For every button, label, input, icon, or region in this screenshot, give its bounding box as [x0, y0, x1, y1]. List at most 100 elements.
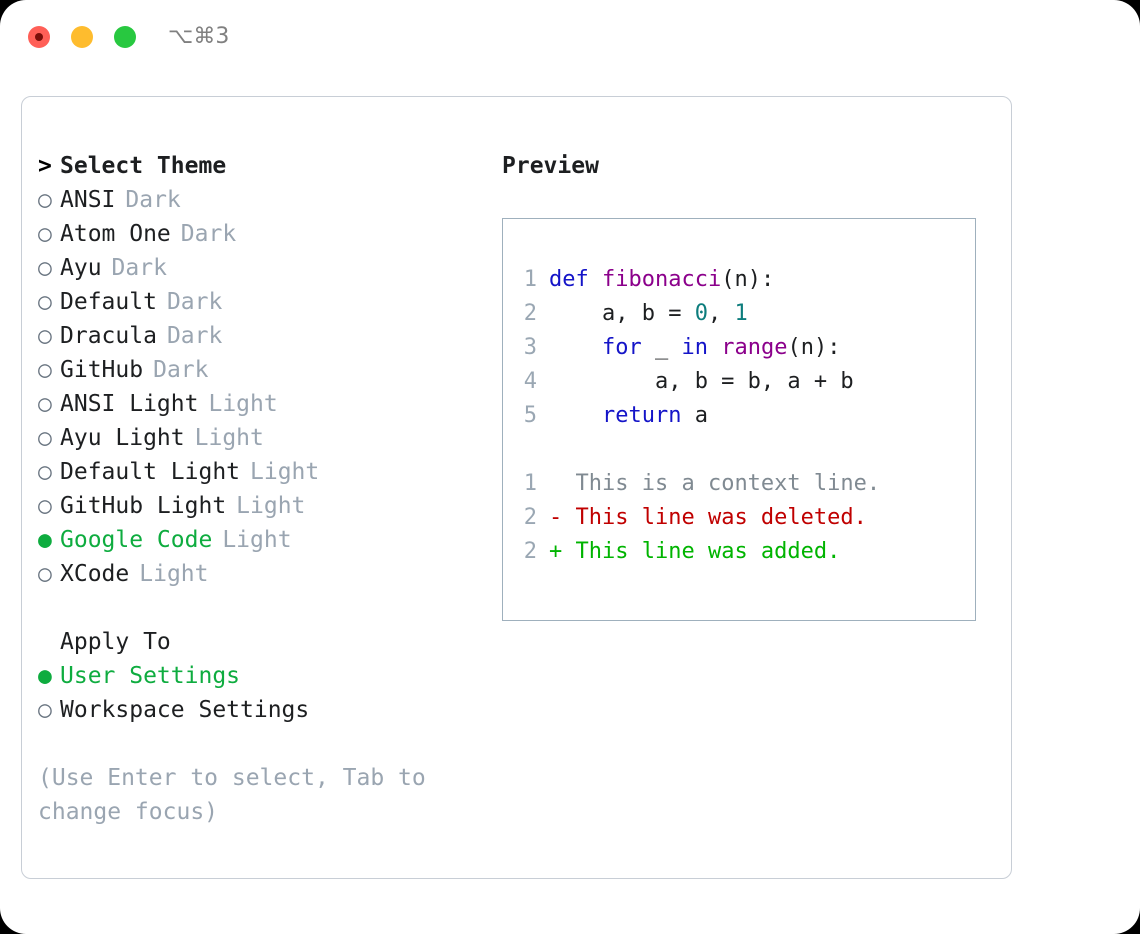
theme-variant-badge: Dark [125, 187, 181, 213]
code-line: 1 def fibonacci(n): [503, 263, 975, 297]
theme-name: Dracula [60, 323, 157, 349]
apply-to-label: Apply To [60, 629, 171, 655]
apply-to-option[interactable]: ● User Settings [38, 659, 488, 693]
select-theme-title: Select Theme [60, 153, 227, 179]
titlebar: ⌥⌘3 [0, 0, 1140, 78]
line-number: 5 [523, 403, 537, 428]
code-line: 2 a, b = 0, 1 [503, 297, 975, 331]
theme-variant-badge: Light [194, 425, 264, 451]
minimize-button[interactable] [71, 26, 93, 48]
theme-name: GitHub Light [60, 493, 227, 519]
radio-unselected-icon: ○ [38, 493, 52, 519]
diff-line: 2+ This line was added. [503, 535, 975, 569]
close-button[interactable] [28, 26, 50, 48]
code-token-plain [549, 335, 602, 360]
theme-name: XCode [60, 561, 130, 587]
radio-unselected-icon: ○ [38, 187, 52, 213]
code-token-plain: a, b = b, a + b [549, 369, 854, 394]
code-text: def fibonacci(n): [549, 263, 774, 297]
code-token-plain: a [681, 403, 708, 428]
diff-sample: 1 This is a context line.2- This line wa… [503, 467, 975, 569]
code-sample: 1 def fibonacci(n):2 a, b = 0, 1 3 for _ i… [503, 263, 975, 433]
apply-to-option-label: User Settings [60, 663, 241, 689]
theme-name: Google Code [60, 527, 213, 553]
theme-name: ANSI [60, 187, 116, 213]
radio-selected-icon: ● [38, 527, 52, 553]
theme-variant-badge: Dark [166, 289, 223, 315]
radio-unselected-icon: ○ [38, 459, 52, 485]
theme-list-item[interactable]: ○ Dracula Dark [38, 319, 488, 353]
diff-marker: + [549, 539, 576, 564]
theme-name: Ayu [60, 255, 102, 281]
code-text: a, b = b, a + b [549, 365, 854, 399]
radio-selected-icon: ● [38, 663, 52, 689]
theme-name: Default [60, 289, 157, 315]
code-line: 5 return a [503, 399, 975, 433]
line-number: 1 [523, 471, 537, 496]
diff-marker [549, 467, 576, 501]
diff-text: This line was deleted. [575, 505, 867, 530]
line-number: 1 [523, 267, 537, 292]
preview-title: Preview [502, 153, 599, 179]
code-token-plain: a, b = [549, 301, 695, 326]
theme-name: GitHub [60, 357, 144, 383]
code-token-plain: _ [641, 335, 682, 360]
code-token-num: 0 [694, 301, 708, 326]
theme-variant-badge: Light [208, 391, 278, 417]
select-theme-header: >Select Theme [38, 149, 488, 183]
code-token-kw: return [601, 403, 682, 428]
maximize-button[interactable] [114, 26, 136, 48]
radio-unselected-icon: ○ [38, 221, 52, 247]
diff-line: 2- This line was deleted. [503, 501, 975, 535]
apply-to-label-row: ○Apply To [38, 625, 488, 659]
theme-list-item[interactable]: ○ GitHub Light Light [38, 489, 488, 523]
keyboard-hint: (Use Enter to select, Tab to change focu… [38, 765, 426, 825]
apply-to-options: ● User Settings ○ Workspace Settings [38, 659, 488, 727]
code-preview-box: 1 def fibonacci(n):2 a, b = 0, 1 3 for _ i… [502, 218, 976, 621]
radio-unselected-icon: ○ [38, 697, 52, 723]
apply-to-option-label: Workspace Settings [60, 697, 310, 723]
diff-line: 1 This is a context line. [503, 467, 975, 501]
theme-variant-badge: Dark [166, 323, 223, 349]
theme-name: ANSI Light [60, 391, 199, 417]
theme-variant-badge: Dark [111, 255, 167, 281]
window-controls [28, 26, 136, 48]
code-diff-separator [503, 433, 975, 467]
line-number: 2 [523, 505, 537, 530]
code-token-kw: in [681, 335, 708, 360]
theme-variant-badge: Light [236, 493, 306, 519]
theme-name: Ayu Light [60, 425, 185, 451]
code-token-fn: range [721, 335, 788, 360]
theme-variant-badge: Light [250, 459, 320, 485]
line-number: 4 [523, 369, 537, 394]
radio-unselected-icon: ○ [38, 323, 52, 349]
code-token-kw: for [601, 335, 642, 360]
theme-variant-badge: Dark [153, 357, 209, 383]
theme-list-item[interactable]: ○ ANSI Dark [38, 183, 488, 217]
apply-to-marker-placeholder: ○ [38, 625, 60, 659]
radio-unselected-icon: ○ [38, 561, 52, 587]
code-line: 4 a, b = b, a + b [503, 365, 975, 399]
apply-to-option[interactable]: ○ Workspace Settings [38, 693, 488, 727]
list-spacer [38, 591, 488, 625]
theme-list-item[interactable]: ● Google Code Light [38, 523, 488, 557]
diff-text: This line was added. [575, 539, 841, 564]
line-number: 3 [523, 335, 537, 360]
radio-unselected-icon: ○ [38, 289, 52, 315]
code-token-plain [708, 335, 721, 360]
preview-column: Preview 1 def fibonacci(n):2 a, b = 0, 1 3… [502, 149, 992, 621]
theme-list-item[interactable]: ○ Default Dark [38, 285, 488, 319]
code-token-plain: (n): [787, 335, 841, 360]
theme-variant-badge: Light [222, 527, 292, 553]
